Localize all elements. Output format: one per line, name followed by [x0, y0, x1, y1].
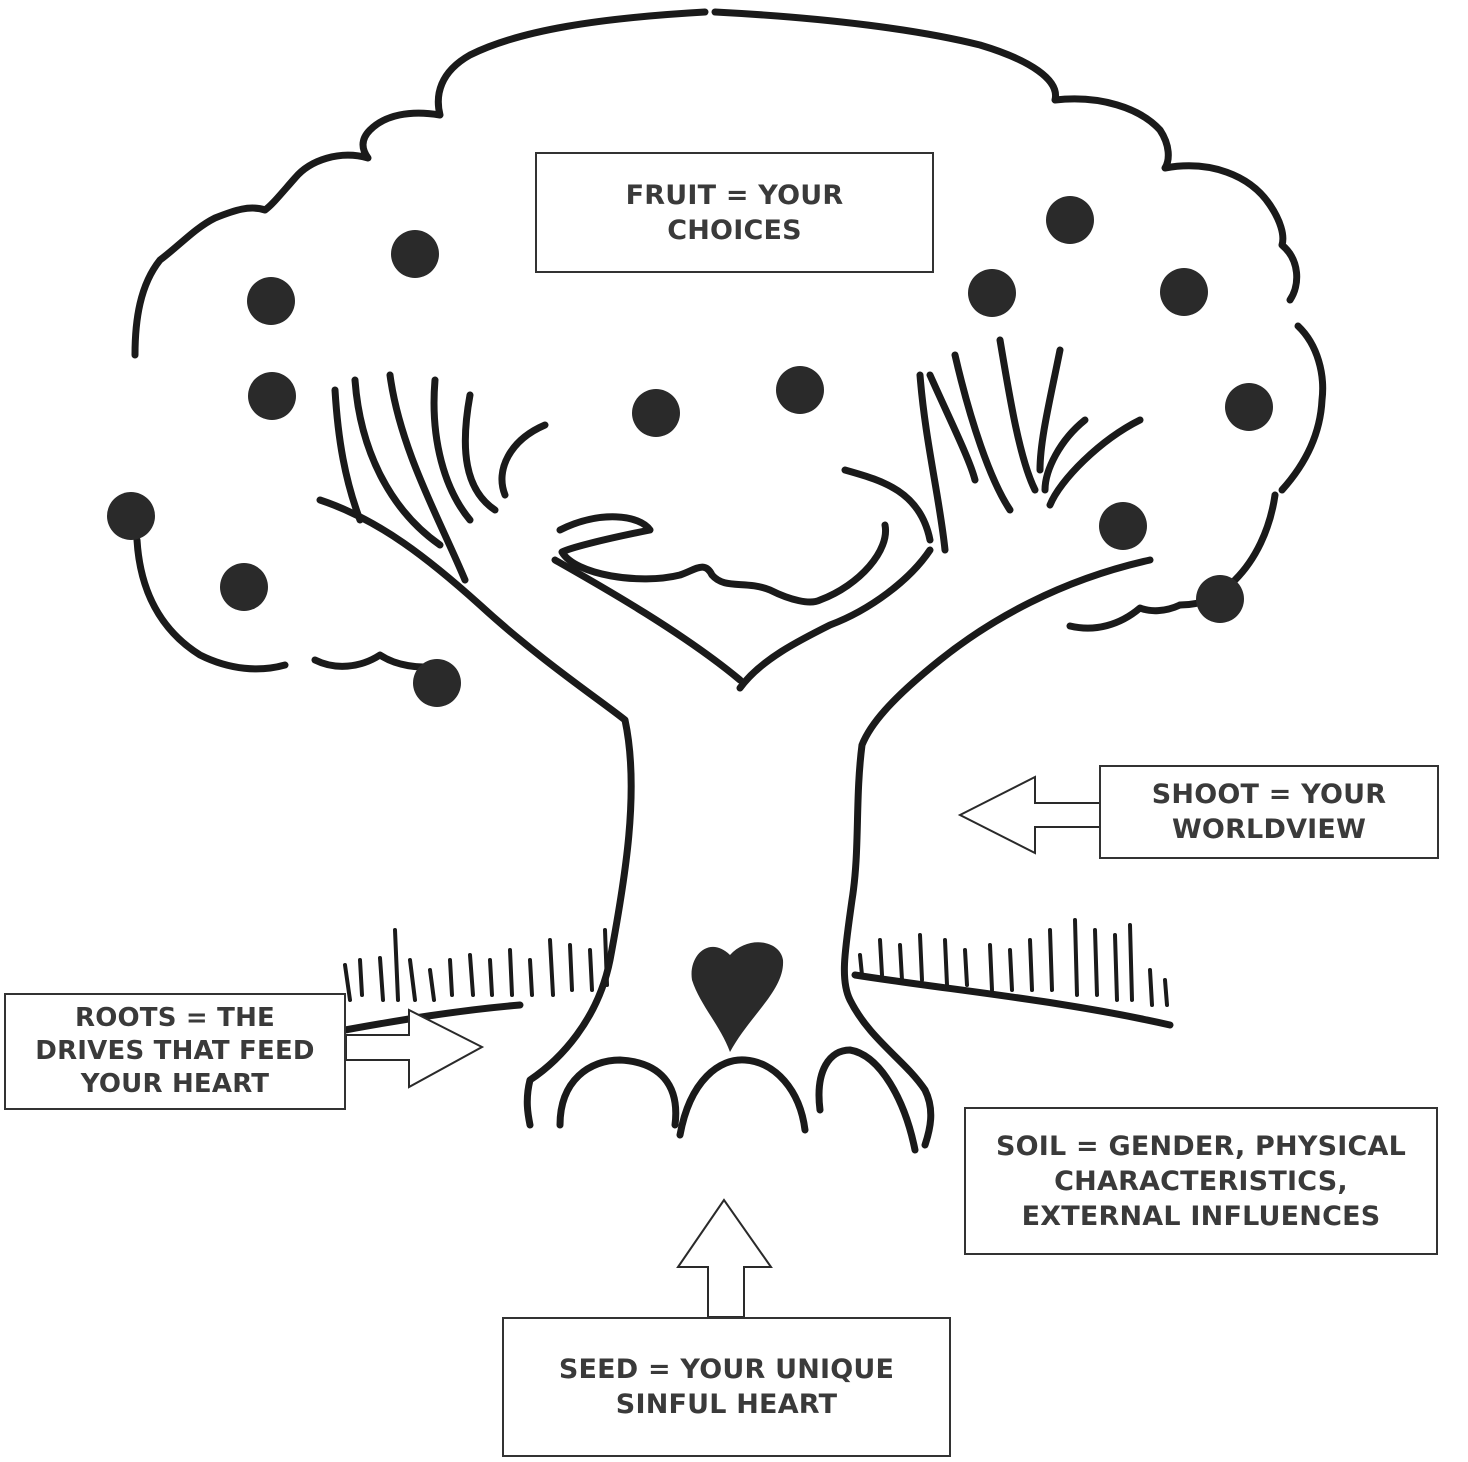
fruit-dot	[220, 563, 268, 611]
arrow-right-icon	[345, 1008, 485, 1089]
tree-branches	[331, 336, 1144, 584]
seed-label-line-2: SINFUL HEART	[615, 1389, 838, 1420]
fruit-dot	[248, 372, 296, 420]
fruit-dot	[1099, 502, 1147, 550]
roots-label-line-2: DRIVES THAT FEED	[35, 1036, 315, 1066]
fruit-dot	[413, 659, 461, 707]
roots-label-line-3: YOUR HEART	[80, 1069, 270, 1099]
tree-canopy	[131, 8, 1327, 673]
soil-label-line-2: CHARACTERISTICS,	[1054, 1165, 1348, 1197]
soil-label-line-1: SOIL = GENDER, PHYSICAL	[995, 1130, 1407, 1162]
fruit-dot	[1046, 196, 1094, 244]
tree-roots	[556, 1046, 919, 1154]
heart-icon	[691, 942, 784, 1052]
shoot-label-line-1: SHOOT = YOUR	[1151, 779, 1387, 810]
roots-label-line-1: ROOTS = THE	[74, 1003, 276, 1033]
seed-label: SEED = YOUR UNIQUE SINFUL HEART	[502, 1317, 951, 1457]
fruit-label: FRUIT = YOUR CHOICES	[535, 152, 934, 273]
fruit-dot	[632, 389, 680, 437]
ground-grass	[341, 918, 1174, 1034]
fruit-dot	[107, 492, 155, 540]
soil-label: SOIL = GENDER, PHYSICAL CHARACTERISTICS,…	[964, 1107, 1438, 1255]
arrow-up-icon	[676, 1198, 773, 1318]
tree-trunk	[316, 466, 1154, 1149]
seed-label-line-1: SEED = YOUR UNIQUE	[558, 1354, 895, 1385]
roots-label: ROOTS = THE DRIVES THAT FEED YOUR HEART	[4, 993, 346, 1110]
fruit-dot	[391, 230, 439, 278]
shoot-label-line-2: WORLDVIEW	[1171, 814, 1367, 845]
fruit-dot	[1160, 268, 1208, 316]
fruit-label-line-2: CHOICES	[667, 214, 802, 246]
fruit-dot	[776, 366, 824, 414]
fruit-dots	[107, 196, 1273, 707]
arrow-left-icon	[957, 775, 1101, 855]
fruit-dot	[1225, 383, 1273, 431]
fruit-dot	[247, 277, 295, 325]
fruit-label-line-1: FRUIT = YOUR	[625, 179, 844, 211]
fruit-dot	[1196, 575, 1244, 623]
soil-label-line-3: EXTERNAL INFLUENCES	[1021, 1200, 1381, 1232]
shoot-label: SHOOT = YOUR WORLDVIEW	[1099, 765, 1439, 859]
fruit-dot	[968, 269, 1016, 317]
